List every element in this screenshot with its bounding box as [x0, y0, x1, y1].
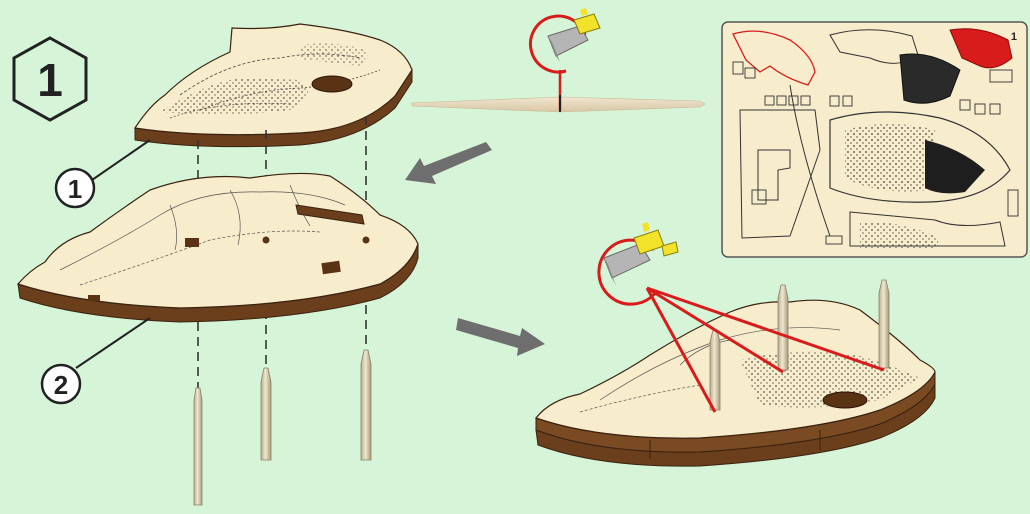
dowel-peg — [361, 350, 371, 460]
step-number: 1 — [37, 54, 63, 106]
craft-knife-icon — [604, 222, 678, 286]
dowel-peg — [778, 285, 788, 370]
assembled-base — [536, 300, 935, 466]
callout-1-label: 1 — [68, 174, 82, 204]
dowel-pegs — [194, 350, 371, 505]
dowel-peg — [261, 368, 271, 460]
upper-layer-piece — [135, 24, 412, 147]
dowel-peg — [879, 280, 889, 368]
dowel-peg — [194, 388, 202, 505]
callout-1: 1 — [56, 140, 150, 207]
parts-sheet: 1 — [722, 22, 1027, 257]
callout-2-label: 2 — [54, 370, 68, 400]
cut-stick-illustration — [412, 8, 705, 112]
arrow-left-icon — [405, 142, 492, 184]
arrow-right-icon — [456, 318, 545, 356]
callout-2: 2 — [42, 318, 150, 403]
step-badge: 1 — [14, 38, 86, 120]
dowel-peg — [710, 330, 720, 410]
sheet-corner-number: 1 — [1011, 31, 1017, 43]
